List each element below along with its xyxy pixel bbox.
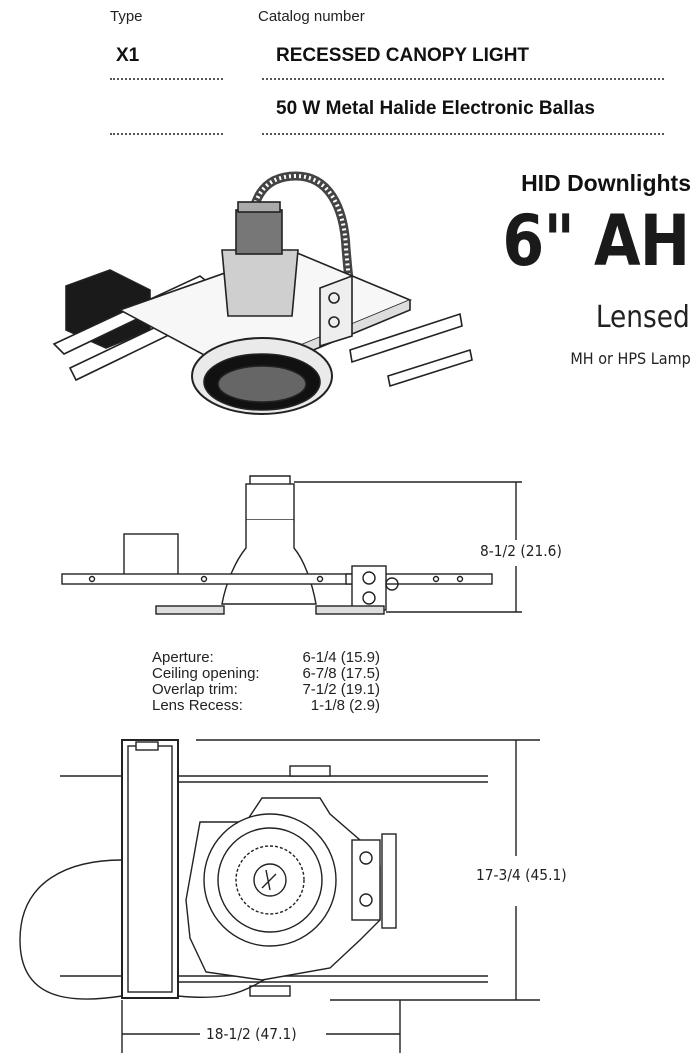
spec-label: Overlap trim:	[152, 681, 238, 698]
spec-row-lens-recess: Lens Recess: 1-1/8 (2.9)	[152, 698, 380, 714]
spec-value: 1-1/8 (2.9)	[310, 697, 380, 714]
catalog-number-label: Catalog number	[258, 8, 365, 25]
catalog-line-2: 50 W Metal Halide Electronic Ballas	[276, 98, 595, 119]
spec-row-ceiling-opening: Ceiling opening: 6-7/8 (17.5)	[152, 666, 380, 682]
spec-label: Aperture:	[152, 649, 214, 666]
catalog-field-underline-1	[262, 78, 664, 80]
height-dimension: 8-1/2 (21.6)	[480, 542, 562, 560]
lamp-type: MH or HPS Lamp	[570, 349, 691, 368]
length-dimension: 18-1/2 (47.1)	[206, 1025, 297, 1043]
aperture-spec-table: Aperture: 6-1/4 (15.9) Ceiling opening: …	[152, 650, 380, 714]
product-variant: Lensed	[596, 300, 690, 335]
catalog-line-1: RECESSED CANOPY LIGHT	[276, 45, 530, 66]
type-field-underline-1	[110, 78, 223, 80]
width-dimension: 17-3/4 (45.1)	[476, 866, 567, 884]
spec-value: 7-1/2 (19.1)	[302, 681, 380, 698]
product-model: 6" AH	[502, 200, 690, 282]
spec-row-aperture: Aperture: 6-1/4 (15.9)	[152, 650, 380, 666]
spec-label: Ceiling opening:	[152, 665, 260, 682]
type-value: X1	[116, 45, 140, 66]
product-category: HID Downlights	[521, 170, 691, 196]
type-label: Type	[110, 8, 143, 25]
spec-value: 6-7/8 (17.5)	[302, 665, 380, 682]
spec-label: Lens Recess:	[152, 697, 243, 714]
spec-row-overlap-trim: Overlap trim: 7-1/2 (19.1)	[152, 682, 380, 698]
catalog-field-underline-2	[262, 133, 664, 135]
spec-value: 6-1/4 (15.9)	[302, 649, 380, 666]
type-field-underline-2	[110, 133, 223, 135]
